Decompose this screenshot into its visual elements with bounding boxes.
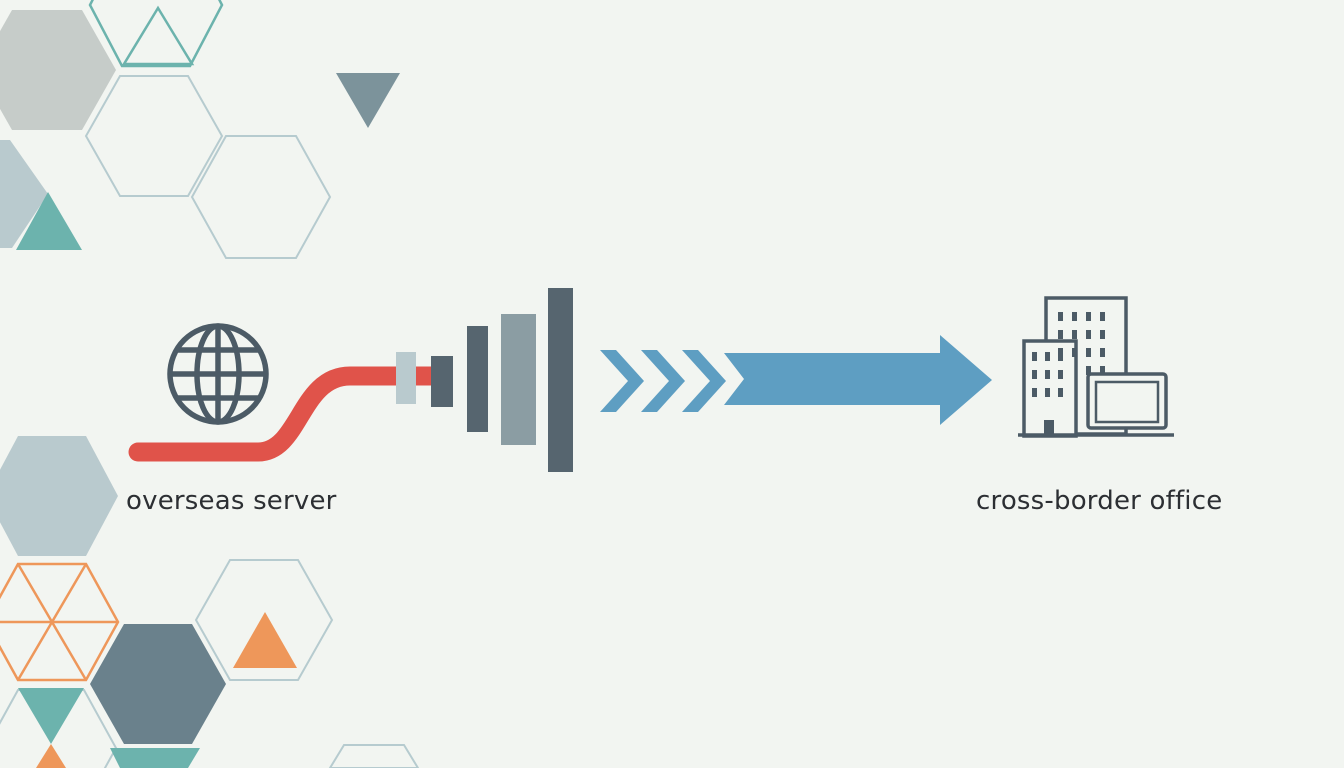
decor-hexagon xyxy=(0,436,118,556)
chevron xyxy=(682,350,726,412)
decor-orange-hexagon xyxy=(0,562,120,682)
window xyxy=(1072,348,1077,357)
window xyxy=(1100,312,1105,321)
chevron-arrow-icon xyxy=(600,335,992,425)
decor-hexagon xyxy=(190,135,332,259)
window xyxy=(1058,388,1063,397)
window xyxy=(1086,366,1091,375)
decor-hexagon xyxy=(0,10,116,130)
decor-triangle xyxy=(233,612,297,668)
decor-hexagon xyxy=(90,624,226,744)
decor-hexagon xyxy=(0,689,118,768)
chevron xyxy=(600,350,644,412)
decor-triangle xyxy=(36,744,66,768)
window xyxy=(1086,312,1091,321)
source-label: overseas server xyxy=(126,486,337,516)
window xyxy=(1045,388,1050,397)
globe-icon xyxy=(167,323,269,425)
window xyxy=(1100,366,1105,375)
window xyxy=(1100,348,1105,357)
decor-triangle xyxy=(0,140,48,248)
plug-icon xyxy=(396,352,453,407)
decorative-pattern xyxy=(0,0,420,768)
window xyxy=(1058,330,1063,339)
decor-hexagon xyxy=(84,75,224,197)
decor-triangle xyxy=(121,5,195,66)
destination-label: cross-border office xyxy=(976,486,1223,516)
flow-arrow xyxy=(724,335,992,425)
office-buildings-laptop-icon xyxy=(1018,296,1174,438)
decor-triangle xyxy=(336,73,400,128)
window xyxy=(1058,370,1063,379)
window xyxy=(1086,330,1091,339)
window xyxy=(1100,330,1105,339)
decor-triangle xyxy=(18,688,84,744)
chevron xyxy=(641,350,685,412)
window xyxy=(1072,312,1077,321)
window xyxy=(1045,352,1050,361)
decor-triangle xyxy=(16,192,82,250)
window xyxy=(1032,352,1037,361)
window xyxy=(1058,312,1063,321)
building-windows xyxy=(1032,312,1105,397)
window xyxy=(1058,352,1063,361)
window xyxy=(1072,330,1077,339)
window xyxy=(1032,388,1037,397)
decor-hexagon xyxy=(194,559,334,681)
window xyxy=(1086,348,1091,357)
window xyxy=(1045,370,1050,379)
decor-hexagon xyxy=(328,744,420,768)
cable-icon xyxy=(128,366,450,462)
firewall-barrier-icon xyxy=(467,288,573,472)
decor-hexagon xyxy=(88,0,224,68)
window xyxy=(1032,370,1037,379)
decor-hexagon xyxy=(110,748,200,768)
